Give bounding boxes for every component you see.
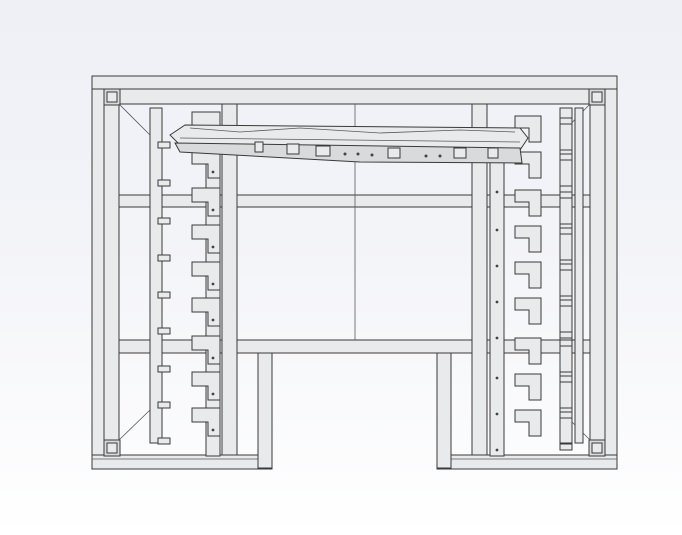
left-hook-bracket bbox=[157, 407, 221, 445]
right-hook-bracket bbox=[495, 297, 573, 340]
left-hook-bracket bbox=[157, 261, 221, 299]
left-hook-bracket bbox=[157, 149, 221, 187]
left-hook-bracket bbox=[157, 335, 221, 373]
left-hook-brackets bbox=[157, 111, 221, 445]
sheet-metal-part bbox=[169, 124, 529, 164]
corner-gussets bbox=[103, 88, 606, 457]
right-hook-bracket bbox=[495, 409, 573, 452]
left-hook-bracket bbox=[157, 224, 221, 262]
left-hook-bracket bbox=[157, 371, 221, 409]
right-hook-bracket bbox=[495, 337, 573, 380]
cross-members bbox=[118, 103, 591, 469]
right-hook-bracket bbox=[495, 261, 573, 304]
left-hook-bracket bbox=[157, 297, 221, 335]
left-hook-bracket bbox=[157, 187, 221, 225]
